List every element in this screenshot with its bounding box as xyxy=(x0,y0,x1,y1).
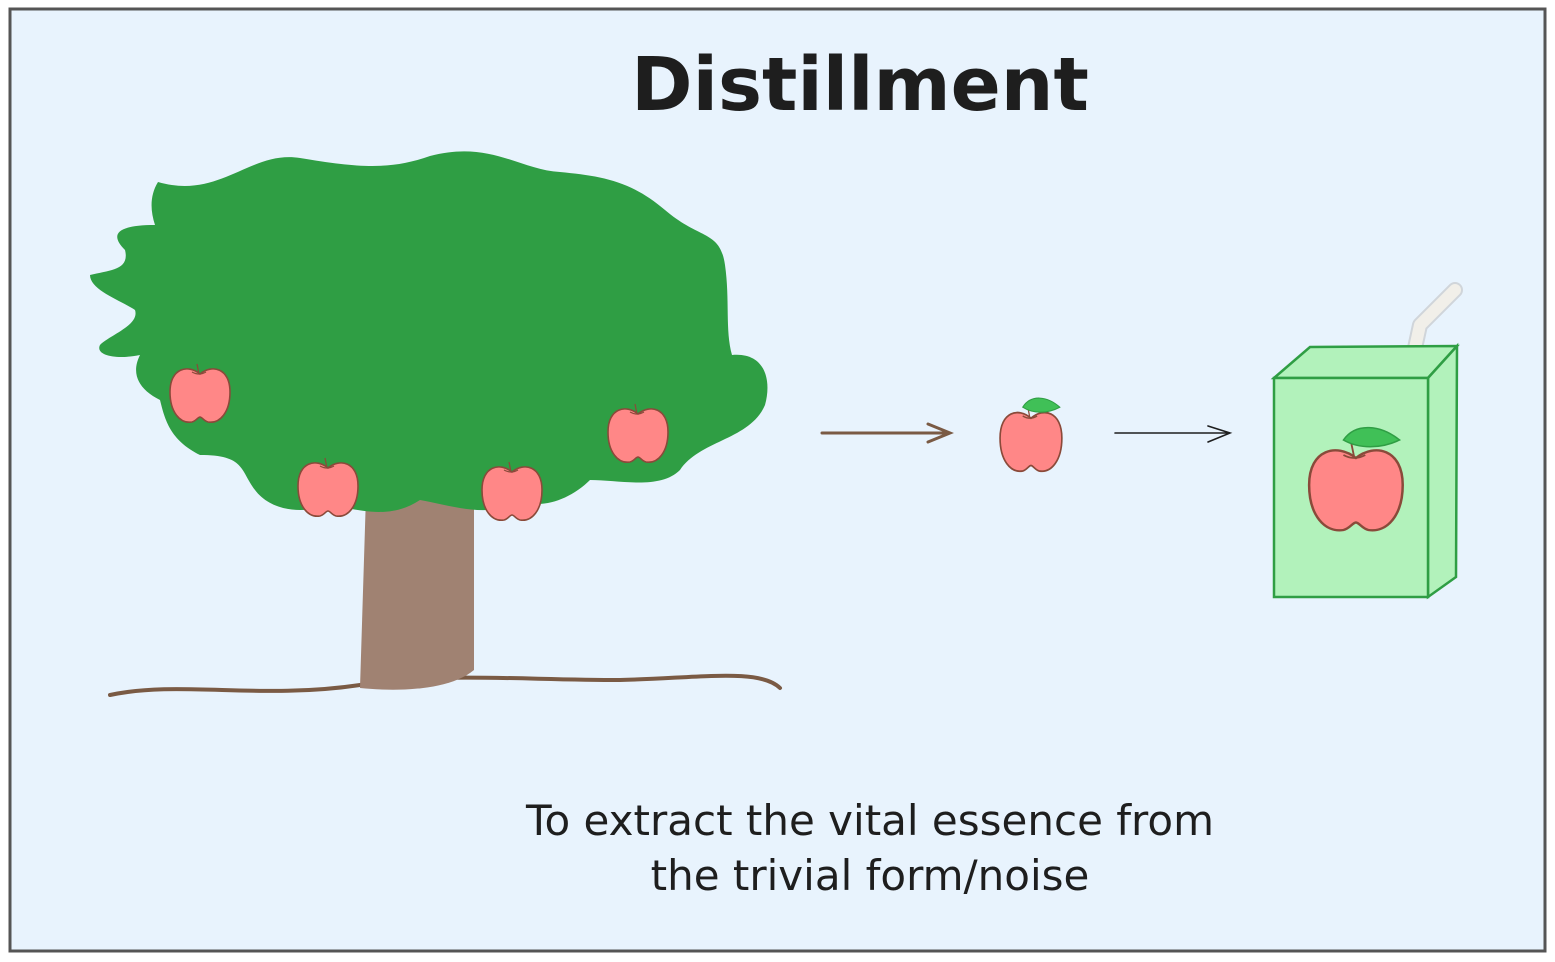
tree-foliage xyxy=(90,151,768,512)
ground-line xyxy=(108,673,782,697)
arrow-right-icon xyxy=(820,422,954,444)
apple-tree-icon xyxy=(90,151,782,697)
caption-line-2: the trivial form/noise xyxy=(651,851,1090,900)
tree-trunk xyxy=(360,495,474,690)
box-side xyxy=(1426,342,1459,600)
title: Distillment xyxy=(631,42,1089,128)
caption-line-1: To extract the vital essence from xyxy=(525,796,1214,845)
juice-box-icon xyxy=(1270,282,1463,600)
arrow-right-icon xyxy=(1114,425,1233,443)
